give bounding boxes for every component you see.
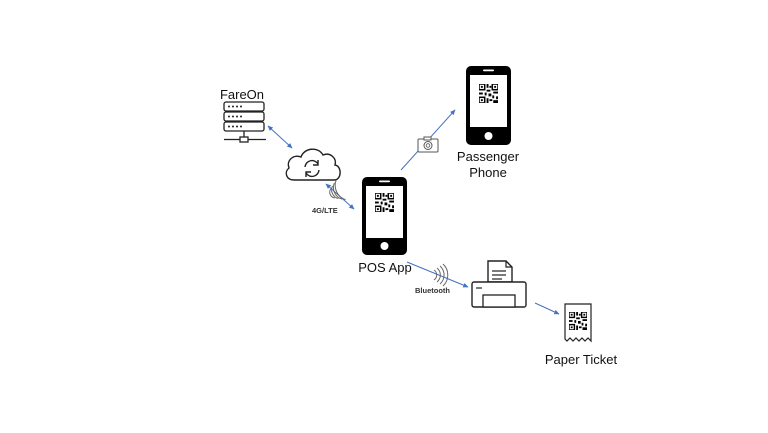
- camera-icon: [417, 136, 439, 153]
- pos-printer-link: [406, 261, 469, 288]
- cellular-link-label: 4G/LTE: [312, 206, 338, 215]
- server-icon: [223, 101, 266, 143]
- paper-ticket-label: Paper Ticket: [544, 352, 618, 367]
- passenger-phone-label-line2: Phone: [469, 165, 507, 180]
- cloud-sync-icon: [285, 148, 341, 181]
- passenger-phone-label-line1: Passenger: [456, 149, 520, 164]
- passenger-phone-icon: [466, 66, 511, 145]
- printer-ticket-link: [534, 302, 560, 315]
- wireless-signal-icon: [329, 179, 346, 201]
- server-label: FareOn: [219, 87, 265, 102]
- paper-ticket-icon: [564, 303, 592, 343]
- printer-icon: [471, 260, 527, 308]
- bluetooth-signal-icon: [433, 263, 449, 287]
- pos-app-label: POS App: [358, 260, 412, 275]
- pos-phone-icon: [362, 177, 407, 255]
- bluetooth-link-label: Bluetooth: [415, 286, 450, 295]
- server-cloud-link: [267, 125, 293, 149]
